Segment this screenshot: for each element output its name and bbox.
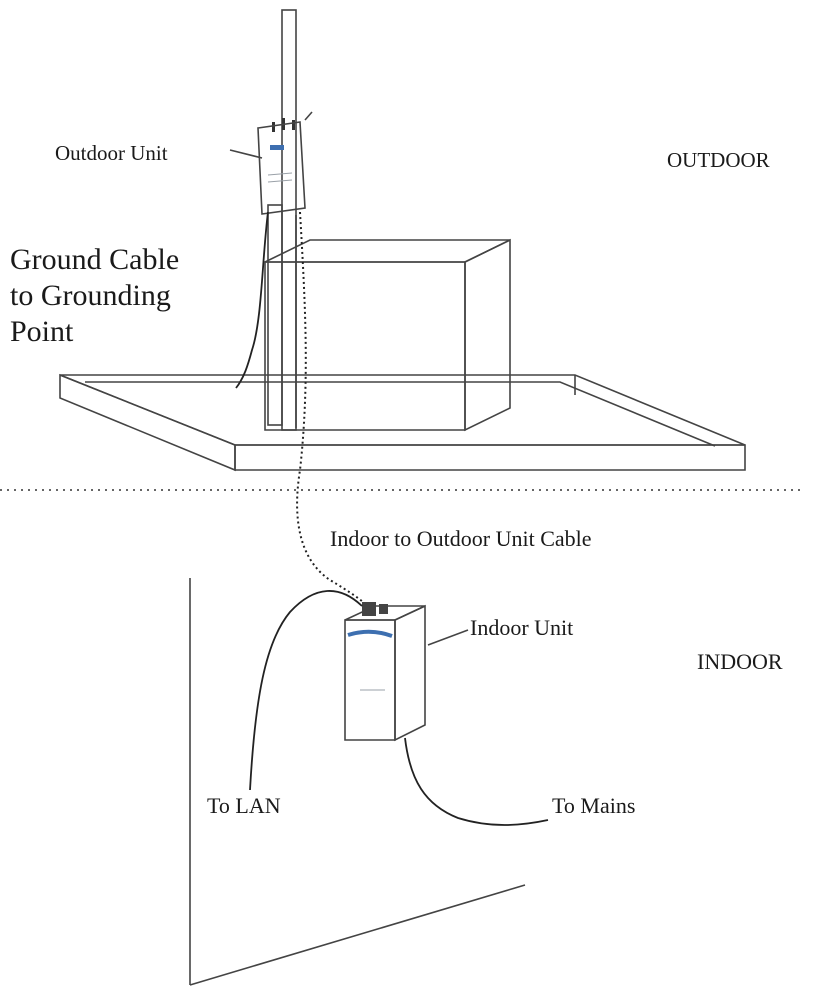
indoor-unit-label: Indoor Unit xyxy=(470,615,573,640)
to-mains-label: To Mains xyxy=(552,793,635,818)
roof-platform xyxy=(59,373,746,472)
indoor-unit-leader xyxy=(427,629,469,646)
mains-cable xyxy=(404,737,549,826)
ground-cable-label-line1: Ground Cable xyxy=(10,243,179,276)
indoor-outdoor-cable xyxy=(296,211,373,611)
ground-cable-label-line2: to Grounding xyxy=(10,279,171,312)
indoor-zone-label: INDOOR xyxy=(697,649,783,674)
to-lan-label: To LAN xyxy=(207,793,281,818)
roof-box xyxy=(264,238,511,432)
indoor-outdoor-cable-label: Indoor to Outdoor Unit Cable xyxy=(330,526,592,551)
outdoor-zone-label: OUTDOOR xyxy=(667,148,770,172)
outdoor-unit-device xyxy=(257,111,313,215)
indoor-wall xyxy=(189,578,526,986)
mast-pole xyxy=(267,9,297,431)
indoor-unit-device xyxy=(344,602,426,742)
outdoor-unit-leader xyxy=(229,149,263,159)
lan-cable xyxy=(249,590,363,791)
ground-cable-label-line3: Point xyxy=(10,315,74,348)
outdoor-unit-label: Outdoor Unit xyxy=(55,141,168,165)
ground-cable xyxy=(235,211,269,389)
